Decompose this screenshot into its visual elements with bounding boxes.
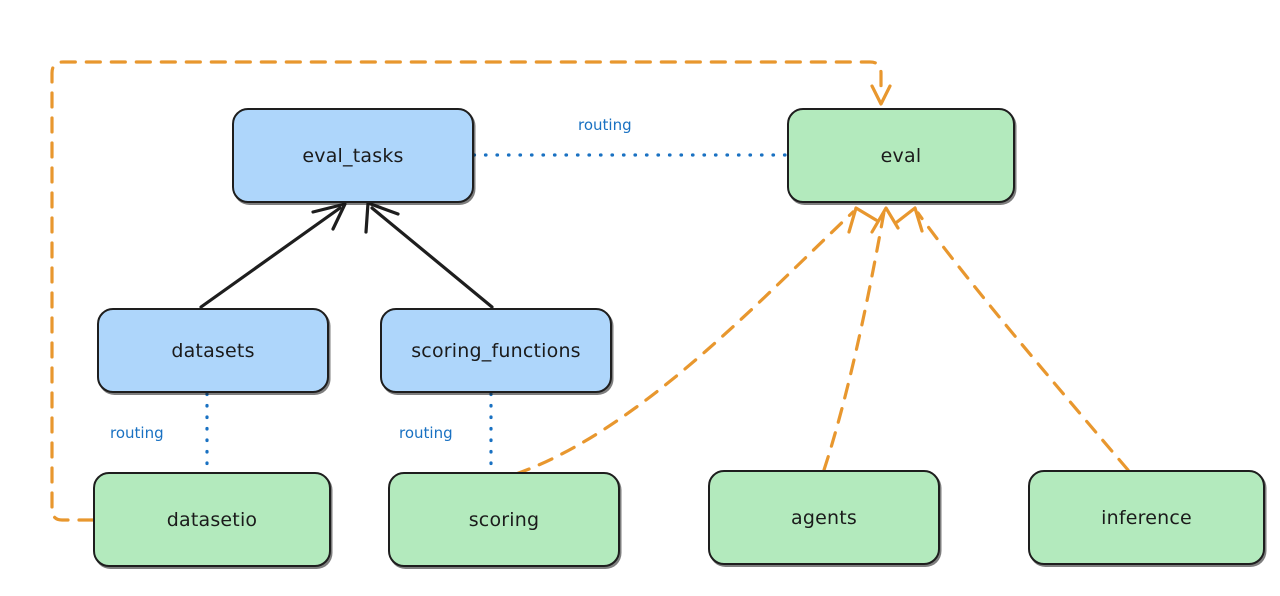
edge-label-routing-datasets-datasetio: routing bbox=[110, 424, 164, 442]
node-scoring-functions-label: scoring_functions bbox=[411, 339, 581, 362]
node-inference[interactable]: inference bbox=[1028, 470, 1265, 565]
node-agents[interactable]: agents bbox=[708, 470, 940, 565]
node-scoring[interactable]: scoring bbox=[388, 472, 620, 567]
node-inference-label: inference bbox=[1101, 506, 1192, 529]
edge-agents-to-eval bbox=[822, 206, 900, 472]
node-datasets[interactable]: datasets bbox=[97, 308, 329, 393]
node-eval-label: eval bbox=[880, 144, 922, 167]
edge-inference-to-eval bbox=[895, 206, 1130, 472]
edge-label-routing-scoring-functions-scoring: routing bbox=[399, 424, 453, 442]
node-agents-label: agents bbox=[791, 506, 857, 529]
node-scoring-label: scoring bbox=[468, 508, 540, 531]
node-datasetio-label: datasetio bbox=[166, 508, 258, 531]
node-eval-tasks-label: eval_tasks bbox=[302, 144, 404, 167]
node-scoring-functions[interactable]: scoring_functions bbox=[380, 308, 612, 393]
edge-scoring_functions-to-eval_tasks bbox=[364, 201, 494, 309]
node-eval-tasks[interactable]: eval_tasks bbox=[232, 108, 474, 203]
node-eval[interactable]: eval bbox=[787, 108, 1015, 203]
edge-datasets-to-eval_tasks bbox=[199, 202, 347, 309]
node-datasets-label: datasets bbox=[171, 339, 255, 362]
edge-label-routing-eval-tasks-eval: routing bbox=[578, 116, 632, 134]
node-datasetio[interactable]: datasetio bbox=[93, 472, 331, 567]
